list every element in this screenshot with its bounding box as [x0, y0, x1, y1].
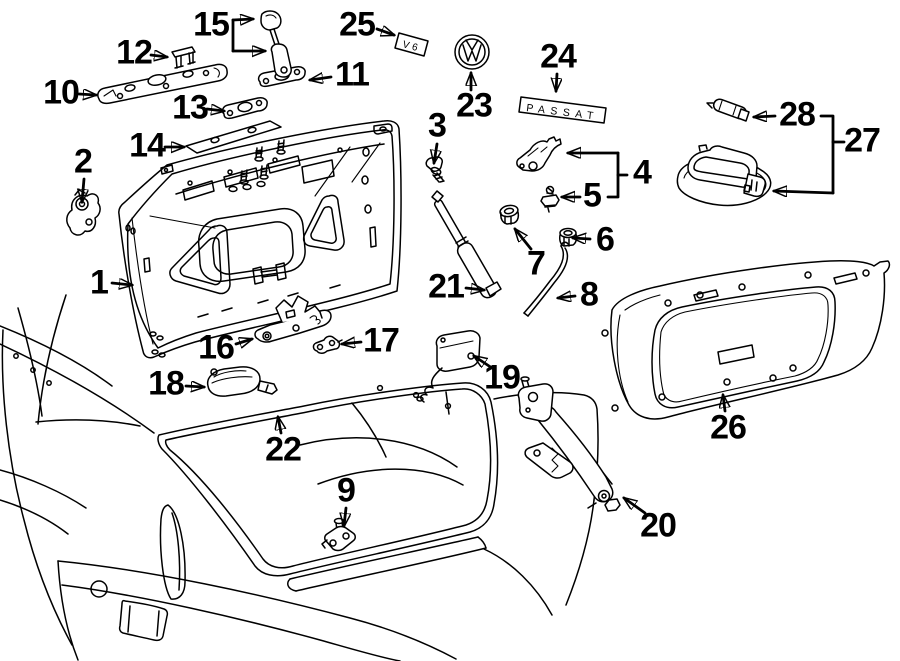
- torsion-rod-part8: [523, 241, 569, 317]
- clip-part17: [312, 335, 343, 354]
- callout-25: 25: [339, 5, 376, 44]
- clip-part12: [171, 46, 196, 69]
- callout-19: 19: [484, 358, 521, 397]
- callout-27: 27: [844, 121, 881, 160]
- lamp-housing-part27: [676, 144, 772, 207]
- plate-part14: [185, 120, 282, 154]
- car-body-rear: [0, 294, 599, 661]
- leader-lines: [79, 19, 846, 526]
- striker-part9: [321, 517, 356, 552]
- callout-21: 21: [428, 267, 465, 306]
- bulb-part28: [706, 98, 750, 122]
- gas-strut-part21: [431, 190, 502, 299]
- striker-part5: [540, 185, 560, 213]
- callout-17: 17: [363, 321, 400, 360]
- callout-18: 18: [148, 364, 185, 403]
- actuator-part19: [416, 330, 481, 403]
- callout-26: 26: [710, 408, 747, 447]
- v6-badge-text: V6: [401, 39, 421, 54]
- callout-6: 6: [596, 220, 615, 259]
- v6-badge: V6: [394, 32, 429, 57]
- passat-badge: PASSAT: [518, 96, 607, 124]
- callout-14: 14: [129, 126, 166, 165]
- lock-cylinder-part18: [206, 366, 278, 397]
- callout-7: 7: [527, 244, 546, 283]
- callout-9: 9: [337, 471, 356, 510]
- callout-20: 20: [640, 506, 677, 545]
- callout-4: 4: [633, 153, 652, 192]
- callout-8: 8: [580, 275, 599, 314]
- trunk-lid: [118, 120, 402, 359]
- bracket-part13: [221, 97, 268, 120]
- hinge-part20: [517, 376, 621, 512]
- callout-11: 11: [335, 55, 370, 94]
- callout-12: 12: [116, 33, 153, 72]
- vw-emblem: [454, 34, 490, 70]
- nut-part7: [499, 204, 520, 225]
- callout-5: 5: [583, 176, 602, 215]
- trim-strip-part10: [97, 63, 228, 105]
- callout-23: 23: [456, 86, 493, 125]
- callout-10: 10: [43, 73, 80, 112]
- callout-28: 28: [779, 95, 816, 134]
- key-and-cylinder-part15: [260, 10, 292, 78]
- latch-part4: [516, 136, 562, 172]
- weatherstrip-seal: [157, 382, 499, 577]
- callout-3: 3: [428, 106, 447, 145]
- callout-1: 1: [90, 263, 109, 302]
- callout-15: 15: [193, 5, 230, 44]
- callout-22: 22: [265, 430, 302, 469]
- callout-2: 2: [74, 142, 93, 181]
- trunk-lock-part16: [254, 295, 332, 343]
- stud-bolts: [239, 139, 286, 185]
- trim-panel-part26: [601, 260, 891, 420]
- callout-16: 16: [198, 328, 235, 367]
- callout-24: 24: [540, 37, 577, 76]
- callout-13: 13: [172, 88, 209, 127]
